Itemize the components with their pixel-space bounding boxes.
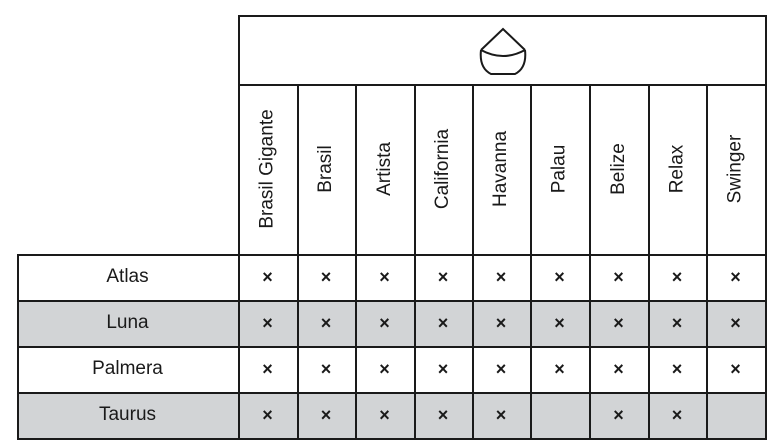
column-header-label: Artista xyxy=(373,142,395,196)
column-header-label: Swinger xyxy=(724,134,746,204)
row-label: Palmera xyxy=(92,358,163,379)
compatibility-mark: × xyxy=(379,313,390,333)
grid-line xyxy=(706,84,708,438)
grid-line xyxy=(414,84,416,438)
compatibility-mark: × xyxy=(379,359,390,379)
grid-line xyxy=(355,84,357,438)
compatibility-mark: × xyxy=(437,267,449,287)
compatibility-mark: × xyxy=(320,313,332,333)
compatibility-mark: × xyxy=(613,313,624,333)
compatibility-mark: × xyxy=(379,405,390,425)
compatibility-mark: × xyxy=(730,313,741,333)
column-header: Havanna xyxy=(472,84,530,254)
compatibility-mark: × xyxy=(730,267,741,287)
grid-line xyxy=(238,15,240,438)
column-header-label: Relax xyxy=(665,144,687,194)
compatibility-mark: × xyxy=(730,359,741,379)
compatibility-mark: × xyxy=(320,405,332,425)
grid-line xyxy=(530,84,532,438)
compatibility-mark: × xyxy=(554,359,565,379)
compatibility-mark: × xyxy=(613,267,624,287)
compatibility-mark: × xyxy=(671,359,683,379)
grid-line xyxy=(472,84,474,438)
compatibility-mark: × xyxy=(613,405,624,425)
compatibility-mark: × xyxy=(320,359,332,379)
compatibility-mark: × xyxy=(554,313,565,333)
row-label: Taurus xyxy=(98,404,157,425)
grid-line xyxy=(17,346,767,348)
compatibility-mark: × xyxy=(495,359,507,379)
compatibility-mark: × xyxy=(495,313,507,333)
compatibility-mark: × xyxy=(495,405,507,425)
row-shade xyxy=(17,392,765,438)
compatibility-mark: × xyxy=(262,313,273,333)
column-header: Palau xyxy=(530,84,589,254)
column-header-label: California xyxy=(432,128,454,210)
grid-line xyxy=(17,254,767,256)
column-header: Swinger xyxy=(706,84,765,254)
compatibility-mark: × xyxy=(320,267,332,287)
compatibility-mark: × xyxy=(495,267,507,287)
compatibility-mark: × xyxy=(437,405,449,425)
column-header-label: Brasil Gigante xyxy=(256,109,278,229)
row-shade xyxy=(17,300,765,346)
compatibility-mark: × xyxy=(671,313,683,333)
compatibility-mark: × xyxy=(262,267,273,287)
grid-line xyxy=(17,438,767,440)
row-label: Luna xyxy=(106,312,149,333)
compatibility-mark: × xyxy=(379,267,390,287)
compatibility-mark: × xyxy=(671,267,683,287)
grid-line xyxy=(765,15,767,438)
hammock-bowl-icon xyxy=(479,27,527,75)
grid-line xyxy=(297,84,299,438)
compatibility-mark: × xyxy=(262,405,273,425)
compatibility-mark xyxy=(530,392,589,438)
column-header: Artista xyxy=(355,84,414,254)
grid-line xyxy=(17,300,767,302)
grid-line xyxy=(238,84,766,86)
column-header: Brasil Gigante xyxy=(238,84,297,254)
compatibility-mark: × xyxy=(437,313,449,333)
column-header: Belize xyxy=(589,84,648,254)
grid-line xyxy=(589,84,591,438)
compatibility-mark: × xyxy=(613,359,624,379)
column-header-label: Palau xyxy=(548,144,570,194)
column-header-label: Havanna xyxy=(490,130,511,208)
grid-line xyxy=(17,392,767,394)
compatibility-mark: × xyxy=(437,359,449,379)
row-label: Atlas xyxy=(106,266,149,287)
compatibility-mark xyxy=(706,392,765,438)
compatibility-mark: × xyxy=(262,359,273,379)
column-header: California xyxy=(414,84,472,254)
column-header-label: Belize xyxy=(607,143,629,195)
grid-line xyxy=(648,84,650,438)
grid-line xyxy=(238,15,766,17)
column-header: Brasil xyxy=(297,84,355,254)
compatibility-mark: × xyxy=(671,405,683,425)
column-header: Relax xyxy=(648,84,706,254)
compatibility-mark: × xyxy=(554,267,565,287)
column-header-label: Brasil xyxy=(314,145,336,193)
